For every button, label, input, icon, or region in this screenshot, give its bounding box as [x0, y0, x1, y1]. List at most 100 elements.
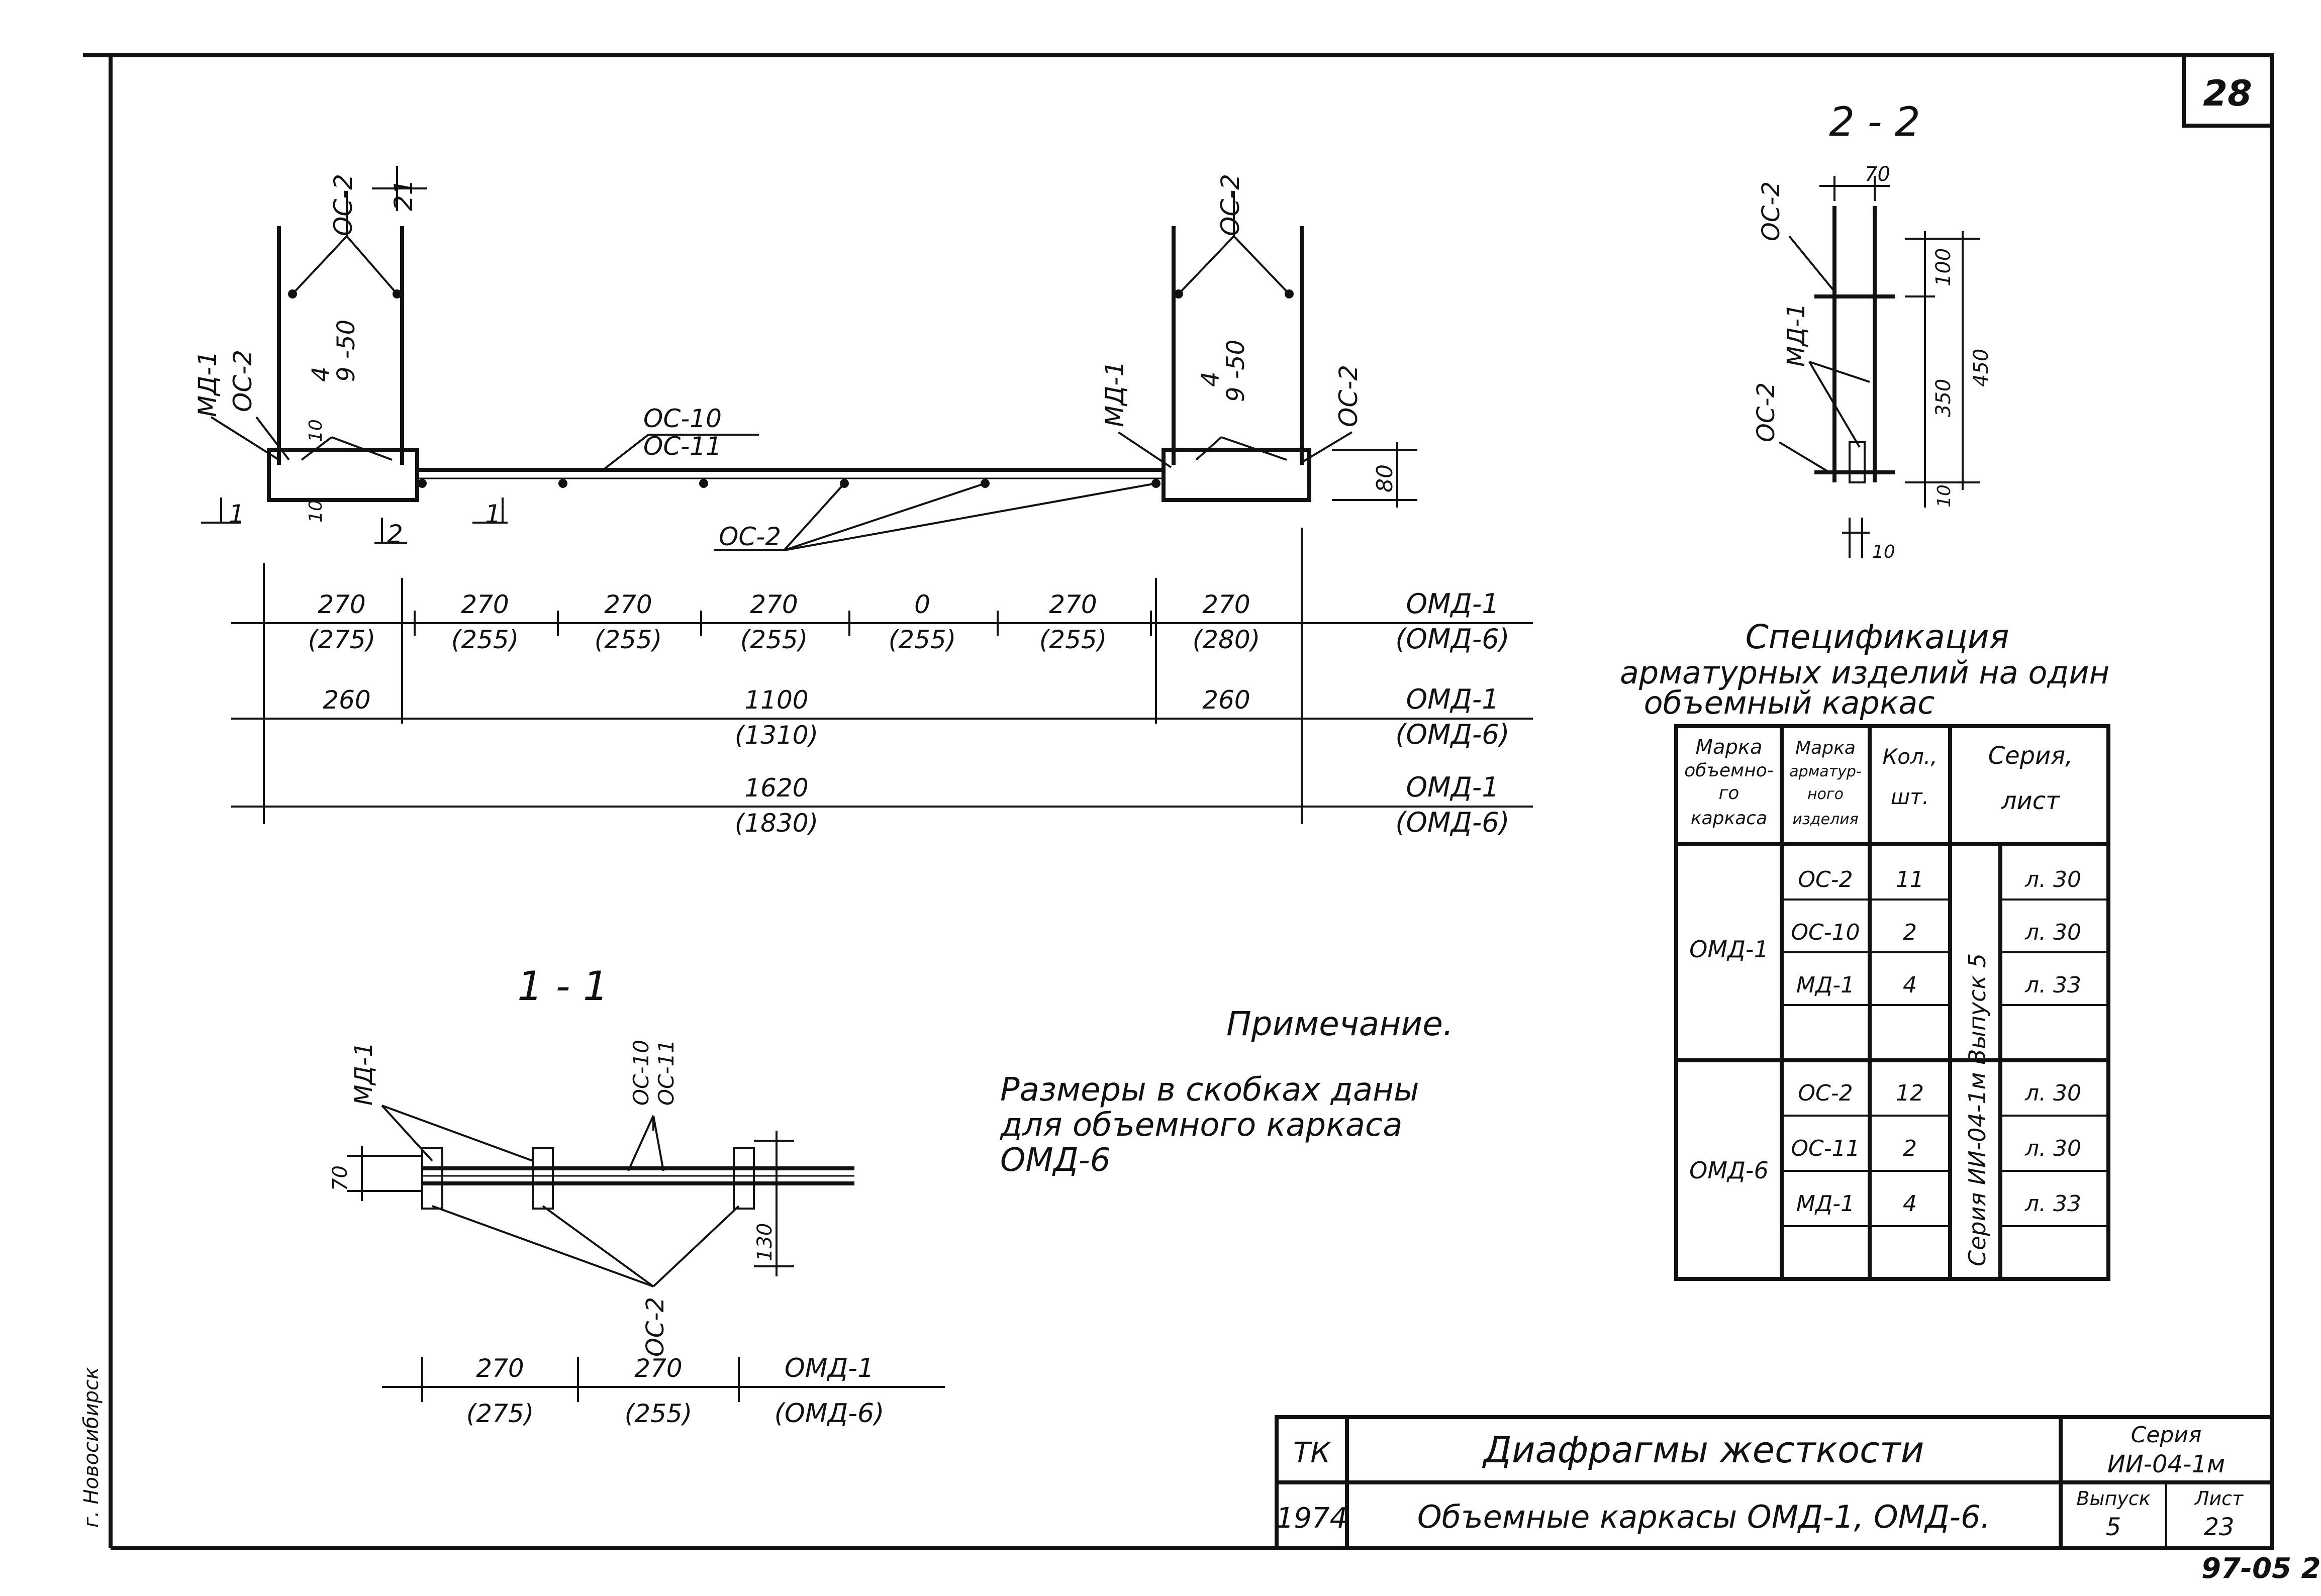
sec11-dim-1: 270: [476, 1354, 524, 1383]
lbl-oc2-right: ОС-2: [1334, 365, 1363, 427]
spec-header: Марка объемно- го каркаса Марка арматур-…: [1684, 736, 2073, 829]
sec11-lbl-130: 130: [753, 1223, 777, 1261]
sec22-dim-350: 350: [1932, 379, 1955, 417]
note-line-1: Размеры в скобках даны: [1000, 1071, 1419, 1109]
dim-mark: ОМД-1: [1406, 683, 1499, 715]
lbl-9-50: 9 -50: [332, 320, 360, 382]
sec22-lbl-oc2-top: ОС-2: [1757, 181, 1785, 241]
dim-value: 270: [1049, 590, 1097, 619]
dim-mark-alt: (ОМД-6): [1395, 719, 1509, 750]
row-item: МД-1: [1796, 1191, 1855, 1217]
dim-row-3: 1620 (1830) ОМД-1 (ОМД-6): [735, 771, 1510, 838]
dim-alt: (255): [889, 625, 956, 654]
dim-value: 260: [1202, 685, 1250, 715]
row-qty: 4: [1903, 1191, 1917, 1217]
note-heading: Примечание.: [1226, 1005, 1454, 1043]
lbl-10-a: 10: [306, 419, 326, 442]
dim-value: 1100: [744, 685, 808, 715]
dim-alt: (255): [595, 625, 662, 654]
sec11-dim-2-alt: (255): [625, 1399, 692, 1428]
lbl-4: 4: [307, 366, 335, 382]
row-qty: 12: [1896, 1080, 1924, 1106]
dim-alt: (275): [308, 625, 375, 654]
head-col4-l1: Серия,: [1988, 742, 2073, 770]
dim-alt: (1830): [735, 809, 818, 838]
main-elevation: [201, 166, 1417, 551]
dim-alt: (255): [740, 625, 808, 654]
head-col2-l3: ного: [1807, 785, 1844, 803]
lbl-oc11: ОС-11: [643, 432, 722, 461]
sec11-lbl-oc10: ОС-10: [629, 1040, 653, 1106]
sec11-dim-2: 270: [634, 1354, 682, 1383]
note-line-3: ОМД-6: [1000, 1142, 1110, 1179]
sec11-lbl-oc11: ОС-11: [654, 1040, 679, 1106]
stamp-bottom: 97-05 29: [2201, 1552, 2321, 1585]
dim-value: 270: [604, 590, 652, 619]
sheet-number: 28: [2203, 73, 2252, 114]
spec-group-omd6: ОМД-6 ОС-2 12 л. 30 ОС-11 2 л. 30 МД-1 4…: [1689, 1080, 2081, 1217]
spec-group-omd1: ОМД-1 ОС-2 11 л. 30 ОС-10 2 л. 30 МД-1 4…: [1689, 867, 2081, 998]
title-block-grid: [1275, 1415, 2274, 1550]
sec22-dim-450: 450: [1970, 349, 1993, 387]
side-caption: г. Новосибирск: [80, 1367, 103, 1528]
sec11-dim-1-alt: (275): [466, 1399, 534, 1428]
head-col1-l3: го: [1719, 783, 1739, 804]
lbl-80: 80: [1372, 464, 1398, 492]
sec11-mark: ОМД-1: [785, 1353, 874, 1383]
dim-value: 0: [914, 590, 930, 619]
head-col1-l1: Марка: [1695, 736, 1762, 759]
tb-sheet-label: Лист: [2194, 1487, 2244, 1510]
dim-value: 1620: [744, 773, 808, 803]
head-col3-l2: шт.: [1891, 784, 1929, 809]
sec22-dim-top: 70: [1865, 163, 1890, 186]
tb-issue-label: Выпуск: [2076, 1487, 2150, 1510]
row-item: ОС-10: [1791, 920, 1860, 945]
tb-year: 1974: [1276, 1502, 1348, 1535]
spec-title-2: арматурных изделий на один: [1620, 654, 2109, 691]
cut-1-mid: 1: [485, 500, 501, 529]
sec11-lbl-md1: МД-1: [350, 1042, 378, 1106]
dim-alt: (255): [451, 625, 519, 654]
dim-mark-alt: (ОМД-6): [1395, 623, 1509, 655]
row-qty: 4: [1903, 972, 1917, 998]
tb-series-label: Серия: [2131, 1422, 2202, 1448]
sec22-lbl-md1: МД-1: [1782, 303, 1810, 367]
dim-alt: (255): [1039, 625, 1107, 654]
spec-title-3: объемный каркас: [1644, 684, 1935, 721]
lbl-md1-right: МД-1: [1100, 361, 1129, 427]
row-item: ОС-11: [1791, 1136, 1860, 1161]
sec22-lbl-oc2-bot: ОС-2: [1752, 382, 1780, 442]
dim-value: 270: [461, 590, 509, 619]
spec-table-grid: [1674, 724, 2110, 1281]
row-sheet: л. 30: [2024, 920, 2081, 945]
dim-value: 260: [323, 685, 370, 715]
head-col1-l2: объемно-: [1684, 760, 1774, 781]
sec22-dim-10a: 10: [1934, 484, 1955, 508]
tb-subtitle: Объемные каркасы ОМД-1, ОМД-6.: [1417, 1499, 1990, 1535]
sec11-mark-alt: (ОМД-6): [775, 1399, 885, 1429]
dim-mark-alt: (ОМД-6): [1395, 807, 1509, 838]
dim-value: 270: [1202, 590, 1250, 619]
section-2-2-title: 2 - 2: [1829, 98, 1920, 145]
head-col4-l2: лист: [2001, 787, 2061, 815]
note-line-2: для объемного каркаса: [1000, 1107, 1402, 1144]
row-qty: 2: [1903, 920, 1917, 945]
sheet-frame: [83, 53, 2274, 1550]
head-col2-l1: Марка: [1795, 738, 1856, 758]
dim-row-2: 260 1100 (1310) 260 ОМД-1 (ОМД-6): [323, 683, 1509, 750]
lbl-oc10: ОС-10: [643, 404, 722, 433]
row-item: ОС-2: [1798, 1080, 1853, 1106]
lbl-oc2-bottom: ОС-2: [719, 522, 781, 551]
lbl-9-50-right: 9 -50: [1222, 340, 1250, 402]
head-col2-l4: изделия: [1792, 811, 1858, 828]
tb-series-value: ИИ-04-1м: [2107, 1450, 2225, 1478]
dim-row-1: 270 (275) 270 (255) 270 (255) 270 (255) …: [308, 588, 1510, 655]
sec22-dim-10b: 10: [1872, 542, 1895, 562]
section-2-2: [1778, 176, 1980, 558]
row-sheet: л. 30: [2024, 867, 2081, 892]
row-qty: 2: [1903, 1136, 1917, 1161]
row-sheet: л. 33: [2024, 972, 2081, 998]
lbl-md1-left: МД-1: [193, 351, 222, 417]
row-sheet: л. 30: [2024, 1136, 2081, 1161]
